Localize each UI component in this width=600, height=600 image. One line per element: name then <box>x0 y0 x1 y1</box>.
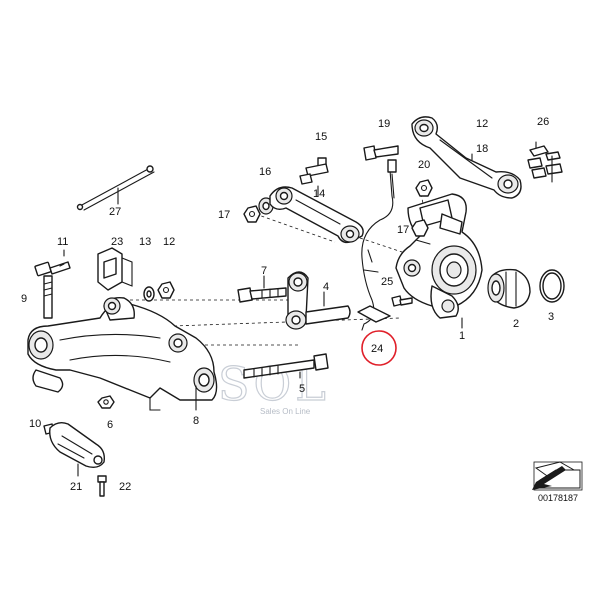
part-17-nut-left <box>243 205 261 223</box>
callout-23: 23 <box>111 236 123 248</box>
callout-24-highlight: 24 <box>361 330 397 366</box>
part-19-bolt <box>363 145 399 161</box>
callout-labels: 1 2 3 4 5 6 7 8 9 10 11 12 12 13 14 15 1… <box>21 116 554 493</box>
callout-12-left: 12 <box>163 236 175 248</box>
part-26-clips <box>527 141 563 183</box>
part-6-nut <box>97 395 115 409</box>
part-27-link-rod <box>76 165 155 211</box>
part-14-control-arm <box>269 186 364 244</box>
part-23-bracket <box>97 247 133 291</box>
part-2-wheel-bearing <box>487 268 531 309</box>
part-12-nut-left <box>157 281 175 299</box>
part-11-bolt <box>34 261 71 277</box>
callout-14: 14 <box>313 188 325 200</box>
part-21-guard-plate <box>49 421 106 469</box>
callout-9: 9 <box>21 293 27 305</box>
part-20-nut <box>415 179 433 197</box>
callout-27: 27 <box>109 206 121 218</box>
callout-18: 18 <box>476 143 488 155</box>
callout-26: 26 <box>537 116 549 128</box>
part-9-bolt-shank <box>43 275 53 319</box>
part-7-bolt <box>237 287 287 303</box>
callout-20: 20 <box>418 159 430 171</box>
callout-17-left: 17 <box>218 209 230 221</box>
callout-3: 3 <box>548 311 554 323</box>
part-17-nut-right <box>411 219 429 237</box>
part-18-upper-arm <box>411 116 522 199</box>
direction-arrow-icon <box>532 461 583 491</box>
callout-22: 22 <box>119 481 131 493</box>
callout-11: 11 <box>57 236 68 248</box>
part-24-sensor-wire <box>357 159 397 331</box>
callout-12-right: 12 <box>476 118 488 130</box>
part-3-circlip <box>539 269 565 303</box>
callout-5: 5 <box>299 383 305 395</box>
callout-24: 24 <box>371 343 383 355</box>
part-25-bolt <box>391 295 413 307</box>
diagram-code: 00178187 <box>538 493 578 503</box>
callout-17-right: 17 <box>397 224 409 236</box>
part-4-link <box>285 271 351 330</box>
callout-16: 16 <box>259 166 271 178</box>
callout-10: 10 <box>29 418 41 430</box>
callout-7: 7 <box>261 265 267 277</box>
callout-15: 15 <box>315 131 327 143</box>
callout-19: 19 <box>378 118 390 130</box>
part-22-bolt <box>97 475 107 497</box>
part-15-bolt <box>299 157 329 185</box>
callout-8: 8 <box>193 415 199 427</box>
callout-21: 21 <box>70 481 82 493</box>
callout-25: 25 <box>381 276 393 288</box>
part-8-subframe <box>27 296 218 411</box>
callout-4: 4 <box>323 281 329 293</box>
highlight-ring <box>361 330 397 366</box>
callout-2: 2 <box>513 318 519 330</box>
watermark-tagline: Sales On Line <box>260 407 311 416</box>
callout-6: 6 <box>107 419 113 431</box>
part-5-bolt <box>243 353 329 379</box>
part-13-washer <box>143 286 155 302</box>
callout-13: 13 <box>139 236 151 248</box>
callout-1: 1 <box>459 330 465 342</box>
